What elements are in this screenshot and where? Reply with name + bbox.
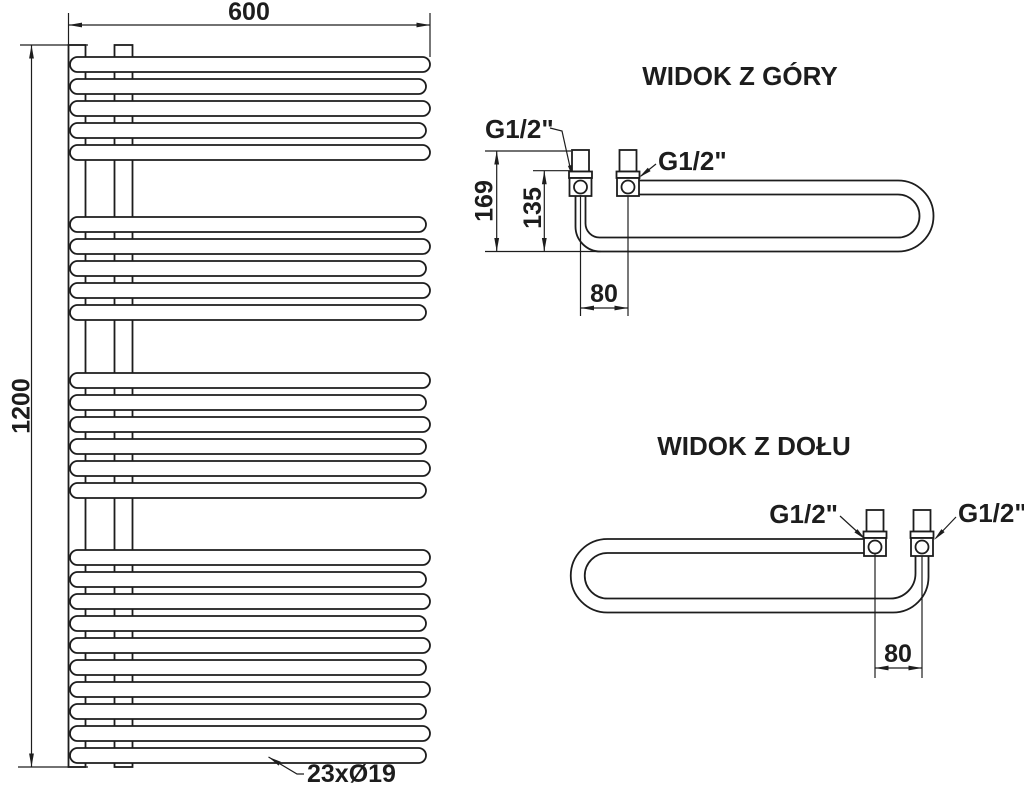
front-view: 600 1200 23xØ19 xyxy=(8,0,431,788)
tube-count-label: 23xØ19 xyxy=(307,760,396,788)
u-bend-inner xyxy=(897,193,921,239)
bottom-view-right-connection-label: G1/2" xyxy=(958,498,1024,528)
valve-connection-left xyxy=(568,149,593,197)
radiator-tube xyxy=(69,122,427,139)
radiator-tube xyxy=(69,260,427,277)
radiator-tube xyxy=(69,482,427,499)
dim-pipe-depth-label: 135 xyxy=(519,187,547,229)
radiator-tube xyxy=(69,593,431,610)
radiator-tube xyxy=(69,78,427,95)
top-view-title: WIDOK Z GÓRY xyxy=(642,61,837,91)
valve-flange xyxy=(862,530,888,539)
radiator-tube xyxy=(69,56,431,73)
arrowhead-icon xyxy=(580,305,594,311)
dim-width-label: 600 xyxy=(228,0,270,26)
radiator-tube xyxy=(69,394,427,411)
radiator-tube xyxy=(69,747,427,764)
valve-nipple xyxy=(865,509,885,533)
valve-nipple xyxy=(618,149,638,173)
valve-flange xyxy=(615,170,641,179)
bottom-view-left-connection-label: G1/2" xyxy=(769,499,838,529)
valve-nipple xyxy=(571,149,590,173)
radiator-tube xyxy=(69,416,431,433)
arrowhead-icon xyxy=(541,238,547,252)
arrowhead-icon xyxy=(614,305,628,311)
valve-nipple xyxy=(912,509,932,533)
valve-flange xyxy=(909,530,935,539)
radiator-tube xyxy=(69,372,431,389)
u-bend-outer xyxy=(569,538,608,614)
arrowhead-icon xyxy=(268,757,281,766)
arrowhead-icon xyxy=(908,665,922,671)
arrowhead-icon xyxy=(29,45,34,59)
valve-port-icon xyxy=(573,179,588,195)
radiator-tube xyxy=(69,703,427,720)
radiator-tube xyxy=(69,216,427,233)
arrowhead-icon xyxy=(639,167,651,178)
radiator-tube xyxy=(69,438,427,455)
arrowhead-icon xyxy=(541,170,547,185)
arrowhead-icon xyxy=(416,22,430,28)
radiator-tube xyxy=(69,282,431,299)
radiator-tube xyxy=(69,549,431,566)
top-view-left-connection-label: G1/2" xyxy=(485,114,554,144)
leader-line xyxy=(549,127,573,177)
arrowhead-icon xyxy=(875,665,889,671)
dim-height-label: 1200 xyxy=(8,378,36,434)
top-view: WIDOK Z GÓRY G1/2" G1/2" 169 135 xyxy=(471,61,935,316)
bottom-view-title: WIDOK Z DOŁU xyxy=(657,431,851,461)
dim-spacing-label: 80 xyxy=(884,640,912,668)
dim-total-depth-label: 169 xyxy=(471,180,499,222)
arrowhead-icon xyxy=(29,753,34,767)
radiator-tube xyxy=(69,681,431,698)
valve-connection-right xyxy=(615,149,641,197)
valve-connection-left xyxy=(862,509,888,557)
radiator-tube xyxy=(69,460,431,477)
valve-flange xyxy=(568,170,593,179)
bottom-view: WIDOK Z DOŁU G1/2" G1/2" xyxy=(569,431,1024,678)
valve-port-icon xyxy=(620,179,636,195)
valve-port-icon xyxy=(867,539,883,555)
valve-connection-right xyxy=(909,509,935,557)
radiator-tube xyxy=(69,725,431,742)
valve-port-icon xyxy=(914,539,930,555)
valve-pipe-bend-outer xyxy=(574,226,601,253)
radiator-tube xyxy=(69,100,431,117)
arrowhead-icon xyxy=(494,238,500,252)
radiator-tube xyxy=(69,238,431,255)
valve-pipe-bend-inner xyxy=(890,573,917,600)
radiator-tube xyxy=(69,637,431,654)
radiator-tube xyxy=(69,571,427,588)
dim-spacing-label: 80 xyxy=(590,280,618,308)
arrowhead-icon xyxy=(494,151,500,165)
valve-pipe-bend-inner xyxy=(584,223,600,239)
radiator-tubes xyxy=(69,56,431,764)
arrowhead-icon xyxy=(68,22,82,28)
u-bend-inner xyxy=(583,552,608,600)
radiator-tube xyxy=(69,659,427,676)
radiator-tube xyxy=(69,304,427,321)
u-bend-outer xyxy=(897,179,935,253)
arrowhead-icon xyxy=(934,529,945,540)
top-view-right-connection-label: G1/2" xyxy=(658,146,727,176)
radiator-tube xyxy=(69,615,427,632)
radiator-tube xyxy=(69,144,431,161)
valve-pipe-bend-outer xyxy=(892,576,930,614)
